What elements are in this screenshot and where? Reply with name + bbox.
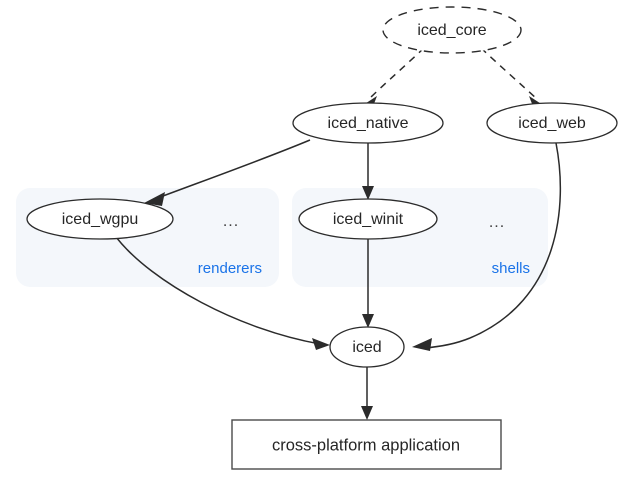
arrowhead-icon — [144, 192, 165, 206]
node-iced-wgpu-shape[interactable] — [26, 198, 174, 240]
node-iced-label: iced — [352, 339, 381, 356]
node-iced-web[interactable]: iced_web — [486, 102, 618, 144]
arrowhead-icon — [361, 406, 373, 420]
node-iced-shape[interactable] — [329, 326, 405, 368]
edge-iced_core-to-iced_native — [360, 47, 425, 109]
edge-iced_wgpu-to-iced — [115, 236, 330, 350]
node-iced-native[interactable]: iced_native — [292, 102, 444, 144]
node-iced-winit-label: iced_winit — [333, 211, 404, 228]
node-iced-web-label: iced_web — [518, 115, 586, 132]
node-application-label: cross-platform application — [272, 436, 460, 454]
arrowhead-icon — [312, 338, 330, 350]
node-iced-wgpu[interactable]: iced_wgpu — [26, 198, 174, 240]
arrowhead-icon — [362, 186, 374, 200]
node-iced-native-label: iced_native — [328, 115, 409, 132]
edge-iced_core-to-iced_web — [480, 47, 546, 109]
edge-iced_winit-to-iced — [362, 239, 374, 328]
cluster-renderers-label: renderers — [198, 260, 262, 277]
cluster-shells-label: shells — [492, 260, 530, 277]
node-iced-web-shape[interactable] — [486, 102, 618, 144]
cluster-renderers-ellipsis: ... — [223, 213, 239, 230]
edge-iced-to-application — [361, 367, 373, 420]
node-iced-winit-shape[interactable] — [298, 198, 438, 240]
node-iced-core[interactable]: iced_core — [382, 6, 522, 54]
node-iced-native-shape[interactable] — [292, 102, 444, 144]
node-iced-core-label: iced_core — [417, 22, 486, 39]
node-application[interactable]: cross-platform application — [231, 419, 502, 470]
arrowhead-icon — [362, 314, 374, 328]
node-iced[interactable]: iced — [329, 326, 405, 368]
node-iced-winit[interactable]: iced_winit — [298, 198, 438, 240]
cluster-shells-ellipsis: ... — [489, 214, 505, 231]
edge-iced_native-to-iced_wgpu — [144, 139, 311, 206]
edge-iced_web-to-iced — [412, 142, 562, 351]
edge-iced_native-to-iced_winit — [362, 143, 374, 200]
node-iced-wgpu-label: iced_wgpu — [62, 211, 139, 228]
node-iced-core-shape[interactable] — [382, 6, 522, 54]
node-application-shape[interactable] — [231, 419, 502, 470]
arrowhead-icon — [412, 338, 432, 351]
